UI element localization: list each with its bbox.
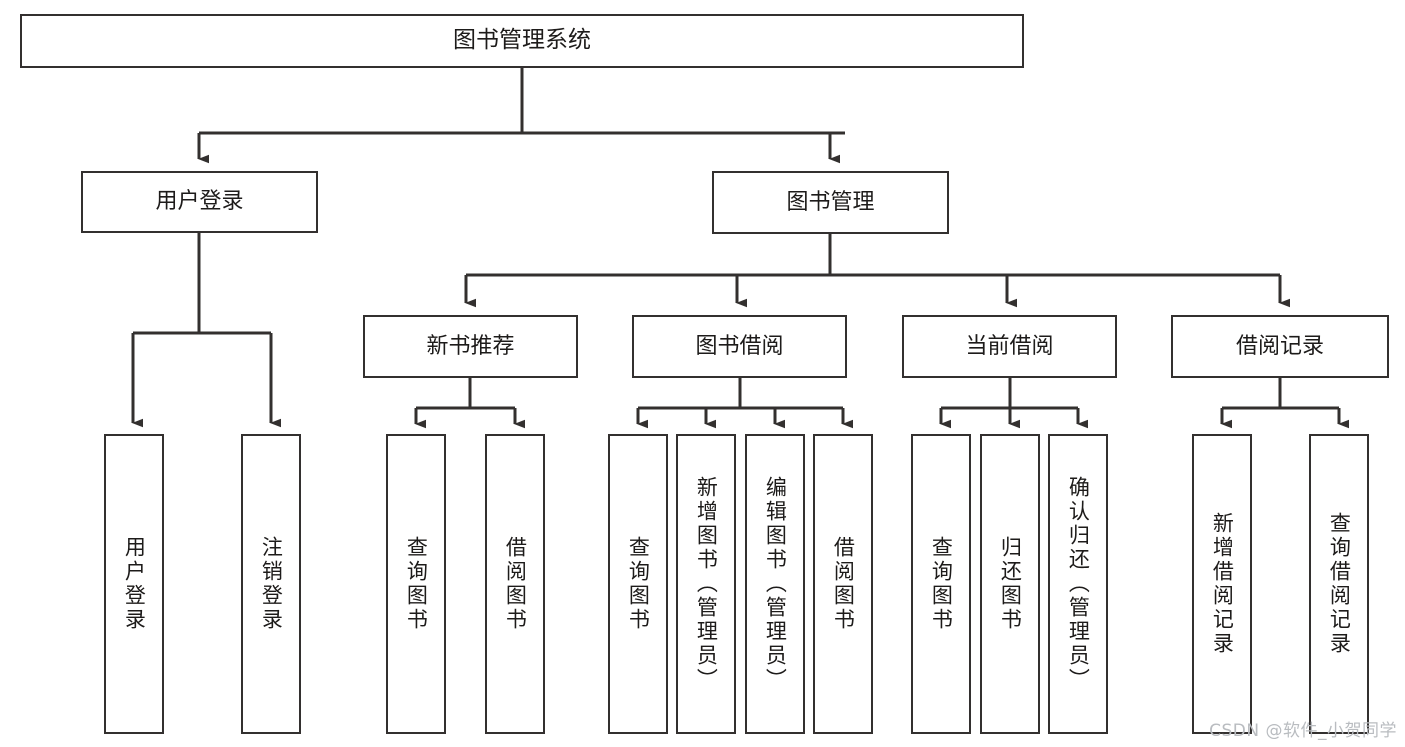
node-leaf-confirm-return[interactable]: 确认归还（管理员）: [1048, 434, 1108, 734]
node-leaf-edit-book-label: 编辑图书（管理员）: [763, 476, 788, 692]
node-leaf-edit-book[interactable]: 编辑图书（管理员）: [745, 434, 805, 734]
node-borrow-record[interactable]: 借阅记录: [1171, 315, 1389, 378]
node-book-borrow-label: 图书借阅: [695, 333, 784, 359]
node-leaf-add-book[interactable]: 新增图书（管理员）: [676, 434, 736, 734]
node-user-login-label: 用户登录: [155, 189, 244, 215]
node-new-book-recommend-label: 新书推荐: [426, 333, 515, 359]
node-leaf-user-login-label: 用户登录: [122, 536, 147, 632]
node-current-borrow-label: 当前借阅: [965, 333, 1054, 359]
node-leaf-query-book-1[interactable]: 查询图书: [386, 434, 446, 734]
node-leaf-query-book-1-label: 查询图书: [404, 536, 429, 632]
node-leaf-borrow-book-2-label: 借阅图书: [831, 536, 856, 632]
node-new-book-recommend[interactable]: 新书推荐: [363, 315, 578, 378]
node-user-login[interactable]: 用户登录: [81, 171, 318, 233]
node-leaf-confirm-return-label: 确认归还（管理员）: [1066, 476, 1091, 692]
node-leaf-borrow-book-1-label: 借阅图书: [503, 536, 528, 632]
node-leaf-query-record-label: 查询借阅记录: [1327, 512, 1352, 656]
node-root[interactable]: 图书管理系统: [20, 14, 1024, 68]
node-leaf-borrow-book-2[interactable]: 借阅图书: [813, 434, 873, 734]
node-book-manage-label: 图书管理: [786, 189, 875, 215]
node-leaf-query-book-3[interactable]: 查询图书: [911, 434, 971, 734]
node-leaf-query-book-2[interactable]: 查询图书: [608, 434, 668, 734]
node-leaf-logout-login[interactable]: 注销登录: [241, 434, 301, 734]
node-borrow-record-label: 借阅记录: [1235, 333, 1324, 359]
node-leaf-borrow-book-1[interactable]: 借阅图书: [485, 434, 545, 734]
node-leaf-query-record[interactable]: 查询借阅记录: [1309, 434, 1369, 734]
node-leaf-add-record[interactable]: 新增借阅记录: [1192, 434, 1252, 734]
node-leaf-return-book[interactable]: 归还图书: [980, 434, 1040, 734]
node-leaf-add-book-label: 新增图书（管理员）: [694, 476, 719, 692]
node-leaf-logout-login-label: 注销登录: [259, 536, 284, 632]
node-leaf-user-login[interactable]: 用户登录: [104, 434, 164, 734]
node-root-label: 图书管理系统: [453, 27, 591, 54]
node-book-borrow[interactable]: 图书借阅: [632, 315, 847, 378]
node-leaf-add-record-label: 新增借阅记录: [1210, 512, 1235, 656]
node-leaf-query-book-2-label: 查询图书: [626, 536, 651, 632]
node-leaf-query-book-3-label: 查询图书: [929, 536, 954, 632]
node-current-borrow[interactable]: 当前借阅: [902, 315, 1117, 378]
node-book-manage[interactable]: 图书管理: [712, 171, 949, 234]
node-leaf-return-book-label: 归还图书: [998, 536, 1023, 632]
watermark-text: CSDN @软件_小贺同学: [1209, 721, 1397, 741]
